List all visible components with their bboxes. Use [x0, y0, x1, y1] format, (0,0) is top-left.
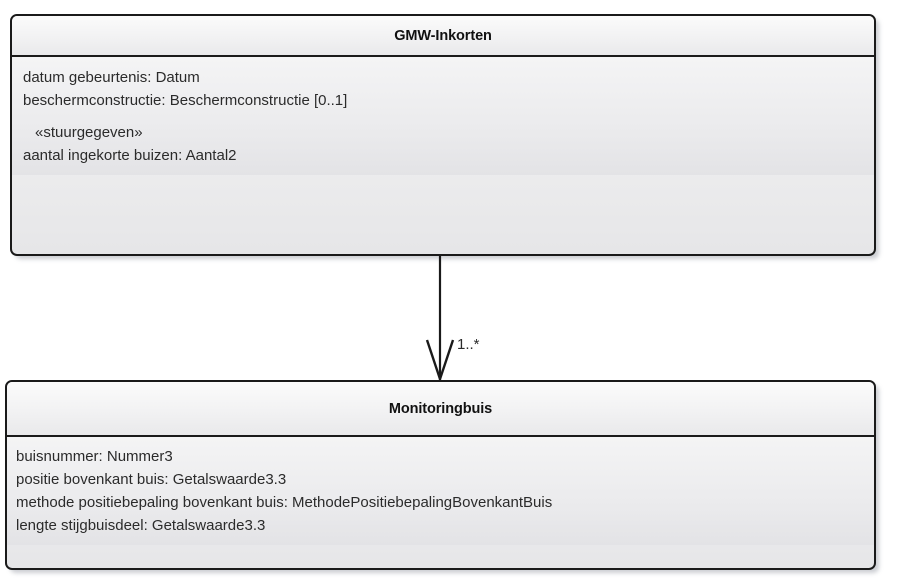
- class-attribute-stereotype: «stuurgegeven»: [35, 124, 143, 141]
- class-attributes-gmw-inkorten: datum gebeurtenis: Datum beschermconstru…: [12, 57, 874, 175]
- class-attribute: positie bovenkant buis: Getalswaarde3.3: [16, 471, 287, 488]
- class-attributes-monitoringbuis: buisnummer: Nummer3 positie bovenkant bu…: [7, 437, 874, 545]
- association-connector: [425, 254, 455, 383]
- class-attribute: beschermconstructie: Beschermconstructie…: [23, 92, 348, 109]
- class-attribute: methode positiebepaling bovenkant buis: …: [16, 494, 553, 511]
- class-title-monitoringbuis: Monitoringbuis: [388, 400, 493, 417]
- class-box-monitoringbuis[interactable]: Monitoringbuis buisnummer: Nummer3 posit…: [5, 380, 876, 570]
- class-header-monitoringbuis: Monitoringbuis: [7, 382, 874, 437]
- class-box-gmw-inkorten[interactable]: GMW-Inkorten datum gebeurtenis: Datum be…: [10, 14, 876, 256]
- class-attribute: lengte stijgbuisdeel: Getalswaarde3.3: [16, 517, 266, 534]
- class-attribute: aantal ingekorte buizen: Aantal2: [23, 147, 237, 164]
- class-attribute: buisnummer: Nummer3: [16, 448, 173, 465]
- class-title-gmw-inkorten: GMW-Inkorten: [394, 27, 492, 44]
- class-attribute: datum gebeurtenis: Datum: [23, 69, 200, 86]
- class-header-gmw-inkorten: GMW-Inkorten: [12, 16, 874, 57]
- association-multiplicity-label: 1..*: [457, 336, 480, 353]
- association-arrowhead-icon: [425, 339, 455, 383]
